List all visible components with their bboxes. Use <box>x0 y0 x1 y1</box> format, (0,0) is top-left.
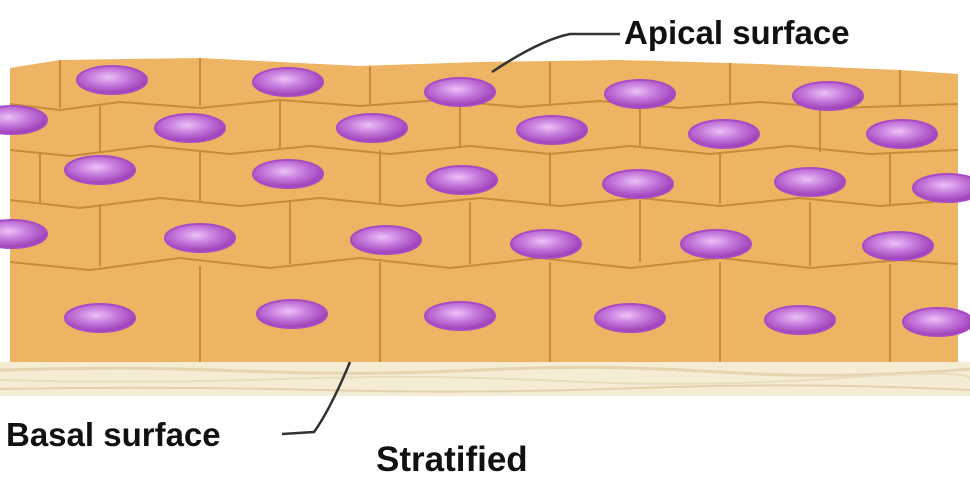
nucleus <box>603 170 673 198</box>
nucleus <box>65 304 135 332</box>
nucleus <box>867 120 937 148</box>
nucleus <box>863 232 933 260</box>
apical-surface-label: Apical surface <box>624 14 850 52</box>
nucleus <box>165 224 235 252</box>
nucleus <box>511 230 581 258</box>
nucleus <box>253 160 323 188</box>
nucleus <box>65 156 135 184</box>
nucleus <box>253 68 323 96</box>
nucleus <box>689 120 759 148</box>
nucleus <box>765 306 835 334</box>
basement-membrane <box>0 362 970 396</box>
nucleus <box>793 82 863 110</box>
basal-surface-label: Basal surface <box>6 416 221 454</box>
nucleus <box>155 114 225 142</box>
nucleus <box>775 168 845 196</box>
nucleus <box>351 226 421 254</box>
nucleus <box>681 230 751 258</box>
nucleus <box>425 302 495 330</box>
nucleus <box>257 300 327 328</box>
nucleus <box>913 174 970 202</box>
nucleus <box>77 66 147 94</box>
nucleus <box>337 114 407 142</box>
nucleus <box>427 166 497 194</box>
nucleus <box>517 116 587 144</box>
nucleus <box>903 308 970 336</box>
nucleus <box>605 80 675 108</box>
nucleus <box>425 78 495 106</box>
nucleus <box>595 304 665 332</box>
diagram-caption: Stratified <box>376 440 528 480</box>
